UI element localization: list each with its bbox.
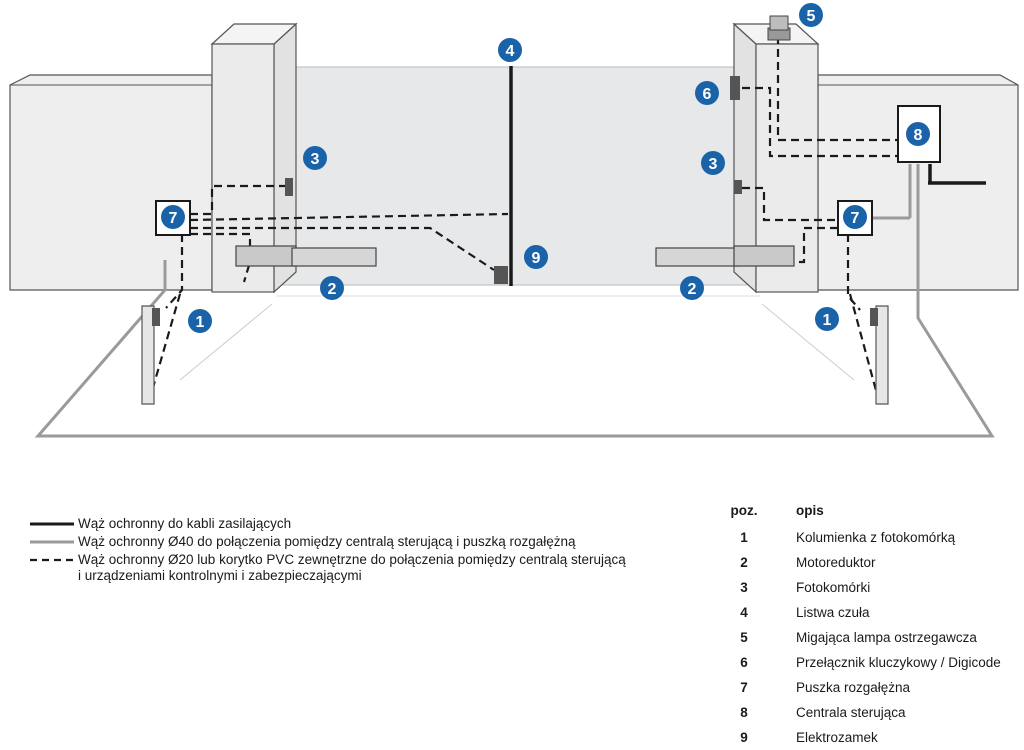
table-row: 1 Kolumienka z fotokomórką: [716, 525, 1016, 550]
svg-text:2: 2: [688, 281, 697, 298]
left-motor-body: [235, 245, 297, 267]
svg-text:6: 6: [703, 86, 712, 103]
table-header: poz. opis: [716, 500, 1016, 520]
row-opis: Przełącznik kluczykowy / Digicode: [796, 655, 1001, 670]
svg-text:8: 8: [914, 127, 923, 144]
legend-text-continued: i urządzeniami kontrolnymi i zabezpiecza…: [78, 568, 362, 583]
row-poz: 2: [740, 555, 748, 570]
table-row: 4 Listwa czuła: [716, 600, 1016, 625]
badge-3-right: 3: [701, 151, 725, 175]
table-row: 6 Przełącznik kluczykowy / Digicode: [716, 650, 1016, 675]
badge-8: 8: [906, 122, 930, 146]
table-row: 5 Migająca lampa ostrzegawcza: [716, 625, 1016, 650]
parts-table: poz. opis 1 Kolumienka z fotokomórką 2 Mot…: [716, 500, 1016, 750]
left-photocell-post: [141, 305, 155, 405]
row-opis: Motoreduktor: [796, 555, 876, 570]
row-poz: 3: [740, 580, 748, 595]
badge-9: 9: [524, 245, 548, 269]
row-poz: 7: [740, 680, 748, 695]
row-poz: 9: [740, 730, 748, 745]
badge-6: 6: [695, 81, 719, 105]
badge-7-left: 7: [161, 205, 185, 229]
key-switch: [730, 76, 740, 100]
row-poz: 5: [740, 630, 748, 645]
solid-black-line-icon: [30, 516, 74, 532]
right-photocell-3: [734, 180, 742, 194]
badge-2-right: 2: [680, 276, 704, 300]
left-wall: [9, 74, 213, 291]
gate-installation-diagram: 1 1 2 2 3 3 4 5 6 7 7 8 9: [9, 3, 1019, 438]
svg-text:7: 7: [851, 210, 860, 227]
svg-text:1: 1: [196, 314, 205, 331]
svg-text:3: 3: [709, 156, 718, 173]
badge-7-right: 7: [843, 205, 867, 229]
opening-right-line: [761, 303, 855, 381]
right-photocell-head: [870, 308, 878, 326]
legend-item-power: Wąż ochronny do kabli zasilających: [30, 516, 670, 532]
svg-text:9: 9: [532, 250, 541, 267]
header-poz: poz.: [730, 502, 758, 518]
row-opis: Centrala sterująca: [796, 705, 906, 720]
opening-left-line: [179, 303, 273, 381]
table-row: 8 Centrala sterująca: [716, 700, 1016, 725]
table-row: 3 Fotokomórki: [716, 575, 1016, 600]
badge-4: 4: [498, 38, 522, 62]
legend-item-dashed: Wąż ochronny Ø20 lub korytko PVC zewnętr…: [30, 552, 670, 584]
ground-grey-conduit: [34, 164, 995, 438]
svg-text:7: 7: [169, 210, 178, 227]
left-photocell-3: [285, 178, 293, 196]
table-row: 2 Motoreduktor: [716, 550, 1016, 575]
left-motor-arm: [291, 247, 377, 267]
row-poz: 8: [740, 705, 748, 720]
solid-grey-line-icon: [30, 534, 74, 550]
dashed-black-line-icon: [30, 552, 74, 568]
svg-text:3: 3: [311, 151, 320, 168]
right-photocell-post: [875, 305, 889, 405]
row-opis: Fotokomórki: [796, 580, 871, 595]
header-opis: opis: [796, 502, 824, 518]
warning-lamp: [769, 15, 789, 31]
legend-item-grey: Wąż ochronny Ø40 do połączenia pomiędzy …: [30, 534, 670, 550]
row-opis: Migająca lampa ostrzegawcza: [796, 630, 977, 645]
svg-text:4: 4: [506, 43, 515, 60]
svg-text:2: 2: [328, 281, 337, 298]
badge-1-right: 1: [815, 307, 839, 331]
badge-2-left: 2: [320, 276, 344, 300]
table-row: 9 Elektrozamek: [716, 725, 1016, 750]
left-photocell-head: [152, 308, 160, 326]
legend-text: Wąż ochronny Ø20 lub korytko PVC zewnętr…: [78, 552, 626, 567]
badge-5: 5: [799, 3, 823, 27]
row-poz: 4: [740, 605, 748, 620]
cable-legend: Wąż ochronny do kabli zasilających Wąż o…: [30, 516, 670, 586]
row-opis: Puszka rozgałężna: [796, 680, 911, 695]
row-poz: 6: [740, 655, 748, 670]
legend-text: Wąż ochronny do kabli zasilających: [78, 516, 292, 531]
right-motor-arm: [655, 247, 741, 267]
legend-text: Wąż ochronny Ø40 do połączenia pomiędzy …: [78, 534, 576, 549]
badge-3-left: 3: [303, 146, 327, 170]
row-poz: 1: [740, 530, 748, 545]
row-opis: Elektrozamek: [796, 730, 878, 745]
dashed-cables-right: [742, 36, 898, 399]
right-motor-body: [733, 245, 795, 267]
svg-text:5: 5: [807, 8, 816, 25]
svg-text:1: 1: [823, 312, 832, 329]
row-opis: Listwa czuła: [796, 605, 870, 620]
row-opis: Kolumienka z fotokomórką: [796, 530, 956, 545]
electric-lock: [494, 266, 508, 284]
dashed-cables-left: [148, 184, 509, 399]
table-row: 7 Puszka rozgałężna: [716, 675, 1016, 700]
badge-1-left: 1: [188, 309, 212, 333]
